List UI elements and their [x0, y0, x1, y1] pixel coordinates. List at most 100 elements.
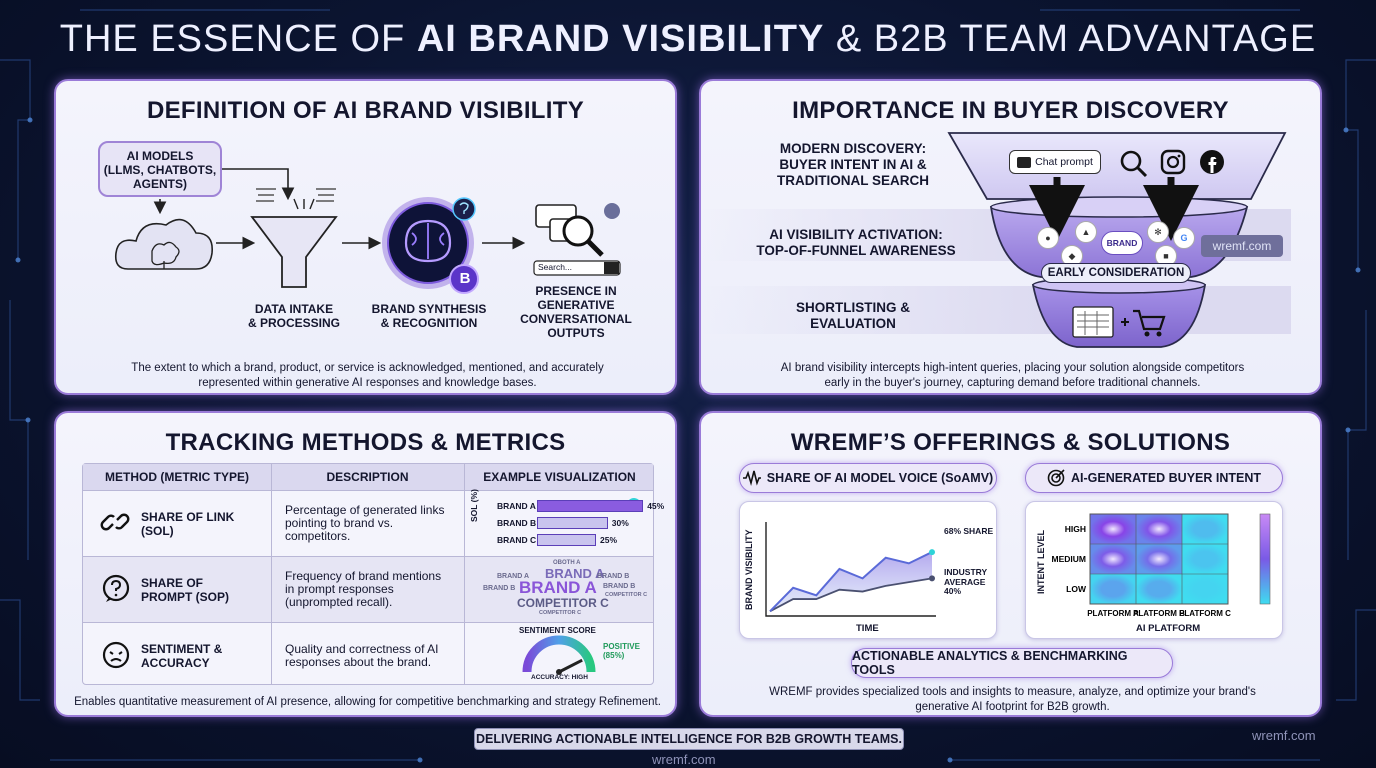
- tracking-caption: Enables quantitative measurement of AI p…: [74, 696, 661, 708]
- sentiment-title: SENTIMENT SCORE: [519, 626, 596, 635]
- heatmap-cell: [1090, 574, 1136, 604]
- sol-bar: [537, 534, 596, 546]
- accuracy-label: ACCURACY: HIGH: [531, 674, 588, 681]
- title-suffix: & B2B TEAM ADVANTAGE: [824, 18, 1317, 60]
- gauge-needle: [558, 658, 583, 674]
- funnel-icon: [250, 188, 338, 288]
- line-axes: [765, 522, 936, 617]
- soamv-pill: SHARE OF AI MODEL VOICE (SoAMV): [739, 463, 997, 493]
- metric-name-sop: SHARE OF PROMPT (SOP): [141, 576, 230, 604]
- wc-top: BRAND A: [545, 566, 605, 581]
- brain-glow-icon: [382, 197, 479, 294]
- share-area: [770, 552, 932, 612]
- wc-mid: COMPETITOR C: [517, 596, 609, 610]
- soamv-label: SHARE OF AI MODEL VOICE (SoAMV): [766, 471, 994, 485]
- importance-panel: IMPORTANCE IN BUYER DISCOVERY MODERN DIS…: [699, 79, 1322, 395]
- sentiment-gauge: [522, 635, 596, 675]
- analytics-label: ACTIONABLE ANALYTICS & BENCHMARKING TOOL…: [852, 649, 1128, 677]
- share-end-point: [929, 549, 935, 556]
- google-icon: G: [1173, 227, 1195, 249]
- header-method: METHOD (METRIC TYPE): [105, 470, 249, 484]
- table-header: [83, 464, 653, 490]
- sol-bar-label: BRAND A: [497, 501, 536, 511]
- wc-bottom: COMPETITOR C: [539, 610, 582, 616]
- corner-watermark: wremf.com: [1252, 728, 1316, 743]
- industry-end-point: [929, 575, 935, 582]
- heatmap-xlabel: AI PLATFORM: [1136, 623, 1201, 634]
- importance-caption: AI brand visibility intercepts high-inte…: [780, 362, 1245, 389]
- header-description: DESCRIPTION: [326, 470, 409, 484]
- chat-icon: [1017, 156, 1032, 168]
- buyer-intent-label: AI-GENERATED BUYER INTENT: [1070, 471, 1262, 485]
- metric-name-sentiment: SENTIMENT & ACCURACY: [141, 642, 223, 670]
- series-label-industry: INDUSTRY AVERAGE 40%: [944, 567, 988, 596]
- analytics-pill: ACTIONABLE ANALYTICS & BENCHMARKING TOOL…: [851, 648, 1173, 678]
- table-row-alt: [83, 556, 653, 622]
- step-brand-synthesis: BRAND SYNTHESIS & RECOGNITION: [371, 302, 487, 330]
- title-bold: AI BRAND VISIBILITY: [416, 18, 825, 60]
- heatmap-cell: [1090, 514, 1136, 544]
- chat-prompt-label: Chat prompt: [1035, 156, 1093, 168]
- wc-right2: BRAND B: [603, 583, 636, 590]
- openai-icon: ✻: [1147, 221, 1169, 243]
- share-line: [769, 551, 933, 613]
- sol-bar-label: BRAND B: [497, 518, 537, 528]
- title-prefix: THE ESSENCE OF: [59, 18, 417, 60]
- metric-desc-sol: Percentage of generated links pointing t…: [285, 503, 445, 543]
- sol-axis-label: SOL (%): [469, 489, 479, 522]
- heatmap-ylabel: INTENT LEVEL: [1036, 529, 1046, 594]
- logo-bubble-icon: ▲: [1075, 221, 1097, 243]
- heatmap-xtick: PLATFORM B: [1133, 609, 1185, 618]
- heatmap-xtick: PLATFORM A: [1087, 609, 1139, 618]
- metric-name-sol: SHARE OF LINK (SOL): [141, 510, 235, 538]
- metrics-table: METHOD (METRIC TYPE) DESCRIPTION EXAMPLE…: [82, 463, 664, 685]
- sol-bar-label: BRAND C: [497, 535, 537, 545]
- industry-line: [769, 577, 933, 613]
- chat-search-icon: [533, 203, 621, 276]
- definition-caption: The extent to which a brand, product, or…: [131, 362, 604, 389]
- step-data-intake: DATA INTAKE & PROCESSING: [247, 302, 340, 330]
- chat-prompt-pill: Chat prompt: [1009, 150, 1101, 174]
- sol-bar: [537, 517, 608, 529]
- sol-bar-value: 30%: [611, 518, 629, 528]
- early-consideration-pill: EARLY CONSIDERATION: [1041, 263, 1191, 283]
- brand-badge: BRAND: [1101, 231, 1143, 255]
- wc-right1: BRAND B: [597, 573, 630, 580]
- tracking-heading: TRACKING METHODS & METRICS: [165, 429, 566, 456]
- search-icon: [1120, 150, 1148, 178]
- wremf-caption: WREMF provides specialized tools and ins…: [769, 686, 1256, 713]
- sol-bar-value: 25%: [600, 535, 618, 545]
- heatmap-ytick: HIGH: [1065, 524, 1086, 534]
- heatmap-cell: [1136, 574, 1182, 604]
- wc-left2: BRAND B: [483, 585, 516, 592]
- definition-flow-diagram: [114, 168, 621, 294]
- heatmap-legend: [1259, 513, 1271, 605]
- sol-bar: [537, 500, 644, 512]
- wc-tiny-top: OBOTH A: [553, 560, 581, 566]
- line-ylabel: BRAND VISIBILITY: [744, 529, 754, 610]
- sol-bar-value: 45%: [647, 501, 665, 511]
- wremf-heading: WREMF’S OFFERINGS & SOLUTIONS: [790, 429, 1231, 456]
- soamv-chart-card: BRAND VISIBILITY TIME 68% SHARE INDUSTRY…: [739, 501, 997, 639]
- stage-shortlisting: SHORTLISTING & EVALUATION: [796, 300, 910, 331]
- importance-watermark: wremf.com: [1201, 235, 1283, 257]
- heatmap-xtick: PLATFORM C: [1179, 609, 1231, 618]
- sentiment-face-icon: [102, 641, 130, 669]
- line-xlabel: TIME: [856, 623, 879, 634]
- wc-right3: COMPETITOR C: [605, 592, 648, 598]
- header-visualization: EXAMPLE VISUALIZATION: [483, 470, 636, 484]
- target-icon: [1047, 469, 1065, 487]
- soamv-line-chart: [765, 522, 936, 617]
- stage-visibility-activation: AI VISIBILITY ACTIVATION: TOP-OF-FUNNEL …: [756, 227, 956, 258]
- ai-models-box: AI MODELS (LLMS, CHATBOTS, AGENTS): [98, 141, 222, 197]
- buyer-intent-pill: AI-GENERATED BUYER INTENT: [1025, 463, 1283, 493]
- waveform-icon: [742, 470, 761, 487]
- question-icon: [102, 574, 130, 602]
- facebook-icon: [1200, 150, 1224, 174]
- heatmap-cell: [1090, 544, 1136, 574]
- apple-icon: ●: [1037, 227, 1059, 249]
- heatmap-cell: [1182, 574, 1228, 604]
- heatmap-cell: [1182, 544, 1228, 574]
